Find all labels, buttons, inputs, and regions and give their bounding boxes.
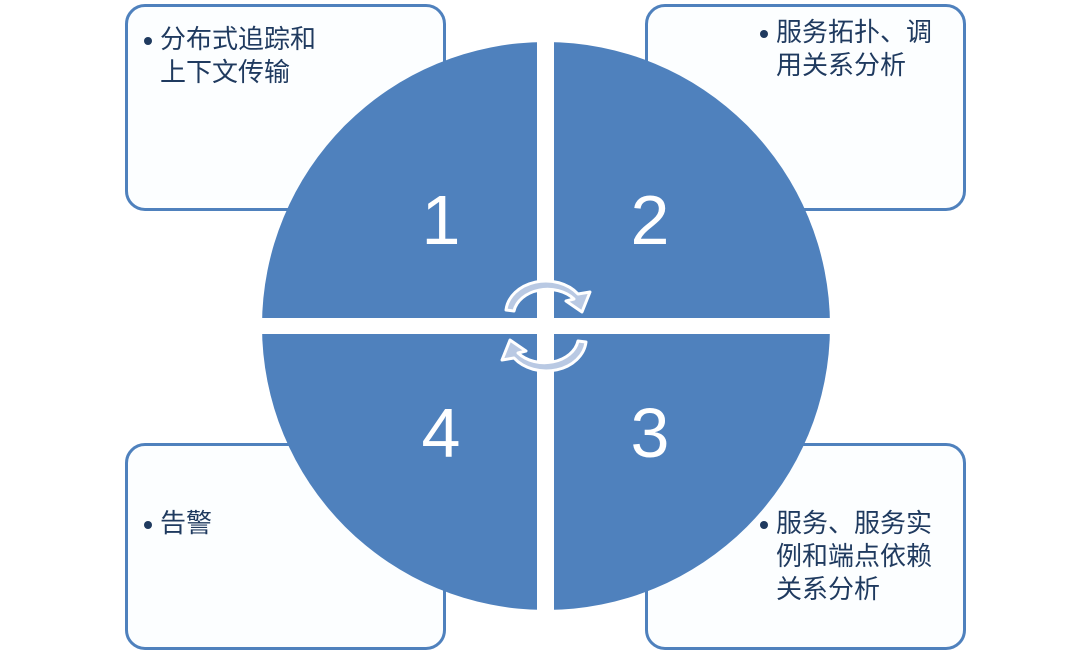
quadrant-number-1: 1 <box>421 181 461 259</box>
bullet-icon <box>144 37 152 45</box>
callout-line: 上下文传输 <box>160 58 291 88</box>
callout-line: 关系分析 <box>776 575 881 605</box>
callout-text-4: 告警 <box>144 508 280 541</box>
callout-line: 分布式追踪和 <box>160 25 317 55</box>
bullet-icon <box>760 30 768 38</box>
callout-line: 例和端点依赖 <box>776 542 933 572</box>
callout-line: 告警 <box>160 509 213 539</box>
callout-text-3: 服务、服务实 例和端点依赖 关系分析 <box>760 508 961 607</box>
quadrant-4 <box>262 334 537 610</box>
quadrant-number-4: 4 <box>421 394 461 472</box>
callout-line: 服务拓扑、调 <box>776 18 933 48</box>
callout-text-1: 分布式追踪和 上下文传输 <box>144 24 350 90</box>
callout-line: 服务、服务实 <box>776 509 933 539</box>
quadrant-number-2: 2 <box>630 181 670 259</box>
bullet-icon <box>760 521 768 529</box>
cycle-arrows-icon <box>500 279 592 373</box>
callout-line: 用关系分析 <box>776 51 907 81</box>
bullet-icon <box>144 521 152 529</box>
quadrant-number-3: 3 <box>630 394 670 472</box>
callout-text-2: 服务拓扑、调 用关系分析 <box>760 17 961 83</box>
